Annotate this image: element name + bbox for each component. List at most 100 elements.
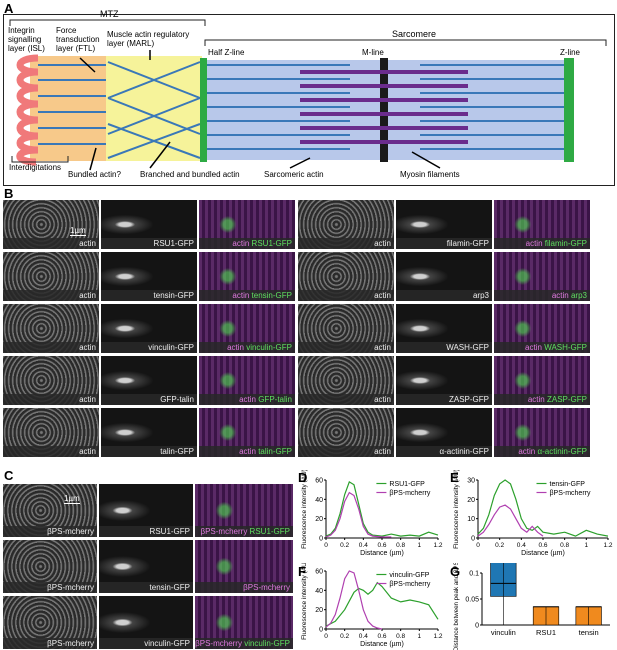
caption-channel-2: ZASP-GFP — [546, 395, 587, 404]
caption-channel-1: actin — [227, 343, 244, 352]
image-caption: actin — [3, 238, 99, 249]
interdigitations-label: Interdigitations — [9, 163, 62, 172]
x-tick-label: 0 — [324, 633, 328, 640]
mtz-label: MTZ — [100, 9, 119, 19]
caption-channel-2: arp3 — [570, 291, 587, 300]
b-image-tile: vinculin-GFP — [101, 304, 197, 353]
y-tick-label: 60 — [315, 569, 323, 576]
caption-channel-1: actin — [239, 395, 256, 404]
y-axis-label: Fluorescence intensity (AU) — [453, 470, 460, 549]
merge-image-tile: actin α-actinin-GFP — [494, 408, 590, 457]
a-image-tile: actin — [3, 304, 99, 353]
a-image-tile: actin — [298, 304, 394, 353]
a-image-tile: actin — [298, 356, 394, 405]
category-label: tensin — [579, 628, 599, 637]
caption-channel-1: actin — [527, 395, 545, 404]
merge-image-tile: actin ZASP-GFP — [494, 356, 590, 405]
legend-label: tensin-GFP — [550, 481, 586, 488]
image-caption: βPS-mcherry — [3, 582, 97, 593]
caption-channel-1: βPS-mcherry — [243, 583, 290, 592]
merge-image-tile: βPS-mcherry — [195, 540, 293, 593]
panel-label-d: D — [298, 470, 308, 485]
x-axis-label: Distance (µm) — [360, 550, 404, 557]
image-caption: vinculin-GFP — [101, 342, 197, 353]
y-axis-label: Fluorescence intensity (AU) — [301, 563, 308, 640]
image-caption: actin — [298, 394, 394, 405]
scale-bar-b: 1µm — [70, 226, 86, 236]
image-caption: actin α-actinin-GFP — [494, 446, 590, 457]
merge-image-tile: actin arp3 — [494, 252, 590, 301]
merge-image-tile: actin filamin-GFP — [494, 200, 590, 249]
merge-image-tile: βPS-mcherry vinculin-GFP — [195, 596, 293, 649]
image-caption: arp3 — [396, 290, 492, 301]
x-tick-label: 0.8 — [560, 542, 569, 549]
y-tick-label: 0 — [475, 623, 479, 630]
merge-image-tile: actin talin-GFP — [199, 408, 295, 457]
x-tick-label: 0.4 — [359, 633, 368, 640]
m-line — [380, 58, 388, 162]
image-caption: actin — [3, 394, 99, 405]
x-tick-label: 0.8 — [396, 633, 405, 640]
x-tick-label: 1 — [418, 633, 422, 640]
category-label: RSU1 — [536, 628, 556, 637]
caption-channel-2: WASH-GFP — [544, 343, 587, 352]
image-caption: actin RSU1-GFP — [199, 238, 295, 249]
caption-channel-1: actin — [232, 291, 250, 300]
y-tick-label: 0.05 — [465, 597, 479, 604]
a-image-tile: actin — [3, 356, 99, 405]
image-caption: actin — [3, 290, 99, 301]
image-caption: actin WASH-GFP — [494, 342, 590, 353]
a-image-tile: βPS-mcherry — [3, 484, 97, 537]
caption-channel-1: actin — [239, 447, 256, 456]
image-caption: actin tensin-GFP — [199, 290, 295, 301]
caption-channel-1: actin — [232, 239, 250, 248]
image-caption: vinculin-GFP — [99, 638, 193, 649]
b-image-tile: tensin-GFP — [101, 252, 197, 301]
a-image-tile: βPS-mcherry — [3, 540, 97, 593]
caption-channel-1: actin — [525, 239, 543, 248]
caption-channel-1: actin — [518, 447, 536, 456]
image-caption: WASH-GFP — [396, 342, 492, 353]
x-axis-label: Distance (µm) — [521, 550, 565, 557]
b-image-tile: filamin-GFP — [396, 200, 492, 249]
legend-label: βPS-mcherry — [389, 581, 430, 588]
caption-channel-2: filamin-GFP — [544, 239, 587, 248]
image-caption: actin — [298, 238, 394, 249]
image-caption: ZASP-GFP — [396, 394, 492, 405]
image-caption: actin arp3 — [494, 290, 590, 301]
series-line-0 — [477, 479, 609, 537]
image-caption: actin — [298, 446, 394, 457]
caption-channel-2: vinculin-GFP — [244, 639, 290, 648]
b-image-tile: tensin-GFP — [99, 540, 193, 593]
x-tick-label: 0.4 — [359, 542, 368, 549]
sarcomere-label: Sarcomere — [392, 29, 437, 39]
image-caption: βPS-mcherry — [3, 526, 97, 537]
image-caption: actin — [3, 342, 99, 353]
merge-image-tile: actin tensin-GFP — [199, 252, 295, 301]
image-caption: βPS-mcherry — [195, 582, 293, 593]
image-caption: βPS-mcherry RSU1-GFP — [195, 526, 293, 537]
image-caption: RSU1-GFP — [101, 238, 197, 249]
x-tick-label: 0.6 — [538, 542, 547, 549]
half-z-label: Half Z-line — [208, 48, 245, 57]
x-axis-label: Distance (µm) — [360, 641, 404, 648]
x-tick-label: 1.2 — [433, 633, 442, 640]
x-tick-label: 0 — [324, 542, 328, 549]
panel-label-f: F — [298, 564, 306, 579]
mtz-schematic — [9, 19, 607, 171]
image-caption: actin GFP-talin — [199, 394, 295, 405]
b-image-tile: GFP-talin — [101, 356, 197, 405]
image-caption: βPS-mcherry vinculin-GFP — [195, 638, 293, 649]
image-caption: α-actinin-GFP — [396, 446, 492, 457]
legend-label: βPS-mcherry — [550, 490, 591, 497]
image-caption: actin filamin-GFP — [494, 238, 590, 249]
y-tick-label: 40 — [315, 588, 323, 595]
image-caption: actin — [298, 342, 394, 353]
x-tick-label: 1 — [585, 542, 589, 549]
caption-channel-2: RSU1-GFP — [251, 239, 292, 248]
